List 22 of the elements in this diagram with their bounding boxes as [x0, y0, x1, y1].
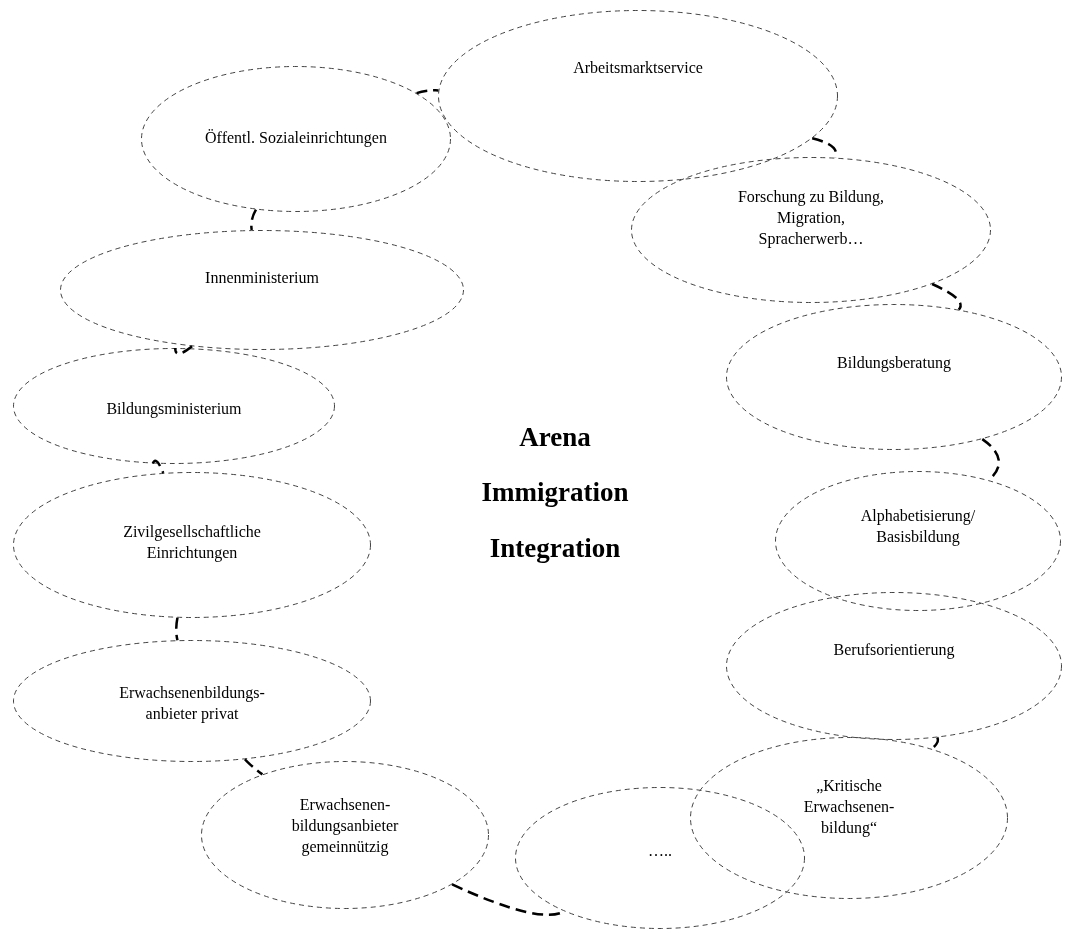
node-label: „Kritische Erwachsenen- bildung“: [802, 775, 896, 839]
node-label: Erwachsenen- bildungsanbieter gemeinnützig: [290, 794, 400, 858]
node-label: Bildungsministerium: [105, 398, 243, 420]
dashed-connector: [250, 208, 258, 231]
dashed-connector: [930, 737, 940, 750]
node-label: Forschung zu Bildung, Migration, Spracherwerb…: [736, 186, 886, 250]
center-title: Arena Immigration Integration: [480, 421, 630, 565]
node-label: …..: [647, 840, 673, 861]
node-label: Arbeitsmarktservice: [572, 57, 704, 78]
dashed-connector: [174, 345, 193, 355]
node-label: Zivilgesellschaftliche Einrichtungen: [122, 522, 262, 564]
dashed-connector: [175, 617, 179, 641]
node-label: Berufsorientierung: [832, 639, 956, 661]
node-label: Bildungsberatung: [836, 352, 952, 374]
node-label: Erwachsenenbildungs- anbieter privat: [118, 683, 266, 725]
node-label: Öffentl. Sozialeinrichtungen: [204, 127, 388, 149]
node-label: Innenministerium: [204, 267, 320, 288]
dashed-connector: [811, 137, 838, 158]
dashed-connector: [416, 89, 439, 95]
dashed-connector: [244, 758, 264, 776]
dashed-connector: [151, 460, 165, 474]
node-label: Alphabetisierung/ Basisbildung: [859, 506, 977, 548]
